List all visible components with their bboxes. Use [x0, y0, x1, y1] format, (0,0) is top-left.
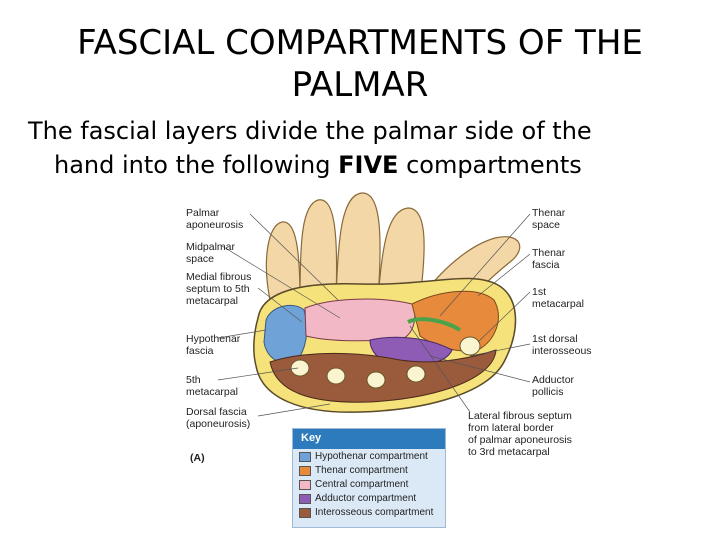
central-compartment	[304, 298, 416, 342]
key-item: Hypothenar compartment	[293, 450, 445, 463]
ring-finger	[299, 199, 338, 301]
key-item-label: Adductor compartment	[315, 493, 417, 504]
key-item-label: Central compartment	[315, 479, 409, 490]
label-adductor-pollicis: Adductor pollicis	[532, 374, 575, 398]
key-item-label: Thenar compartment	[315, 465, 408, 476]
key-swatch	[299, 507, 311, 518]
thenar-fascia-strip	[407, 317, 462, 332]
little-finger	[265, 221, 301, 301]
key-item: Thenar compartment	[293, 464, 445, 477]
key-swatch	[299, 479, 311, 490]
key-item-label: Hypothenar compartment	[315, 451, 428, 462]
label-5th-metacarpal: 5th metacarpal	[186, 374, 238, 398]
key-title: Key	[293, 429, 445, 449]
intro-line-2-end: compartments	[398, 151, 582, 179]
label-dorsal-fascia: Dorsal fascia (aponeurosis)	[186, 406, 251, 430]
key-item-label: Interosseous compartment	[315, 507, 434, 518]
compartment-key: Key Hypothenar compartment Thenar compar…	[292, 428, 446, 528]
label-1st-dorsal-interosseous: 1st dorsal interosseous	[532, 333, 592, 357]
key-item: Adductor compartment	[293, 492, 445, 505]
key-swatch	[299, 465, 311, 476]
label-lateral-fibrous-septum: Lateral fibrous septum from lateral bord…	[468, 410, 572, 458]
label-thenar-space: Thenar space	[532, 207, 566, 231]
hypothenar-compartment	[263, 304, 308, 365]
intro-line-2: hand into the following FIVE compartment…	[28, 148, 688, 182]
intro-line-2-start: hand into the following	[54, 151, 339, 179]
metacarpal-bones	[290, 336, 481, 389]
label-1st-metacarpal: 1st metacarpal	[532, 286, 584, 310]
leader-lines	[217, 213, 531, 417]
key-item: Central compartment	[293, 478, 445, 491]
label-midpalmar-space: Midpalmar space	[186, 241, 236, 265]
slide-title: FASCIAL COMPARTMENTS OF THE PALMAR	[77, 23, 643, 105]
intro-line-1: The fascial layers divide the palmar sid…	[28, 117, 592, 145]
panel-label: (A)	[190, 452, 205, 464]
key-swatch	[299, 493, 311, 504]
index-finger	[377, 207, 425, 301]
intro-emphasis: FIVE	[338, 151, 399, 179]
label-hypothenar-fascia: Hypothenar fascia	[186, 333, 241, 357]
label-palmar-aponeurosis: Palmar aponeurosis	[186, 207, 244, 231]
key-item: Interosseous compartment	[293, 506, 445, 519]
key-swatch	[299, 451, 311, 462]
label-thenar-fascia: Thenar fascia	[532, 247, 566, 271]
middle-finger	[335, 192, 381, 301]
label-medial-fibrous-septum: Medial fibrous septum to 5th metacarpal	[186, 271, 252, 307]
slide-intro-text: The fascial layers divide the palmar sid…	[28, 114, 688, 182]
